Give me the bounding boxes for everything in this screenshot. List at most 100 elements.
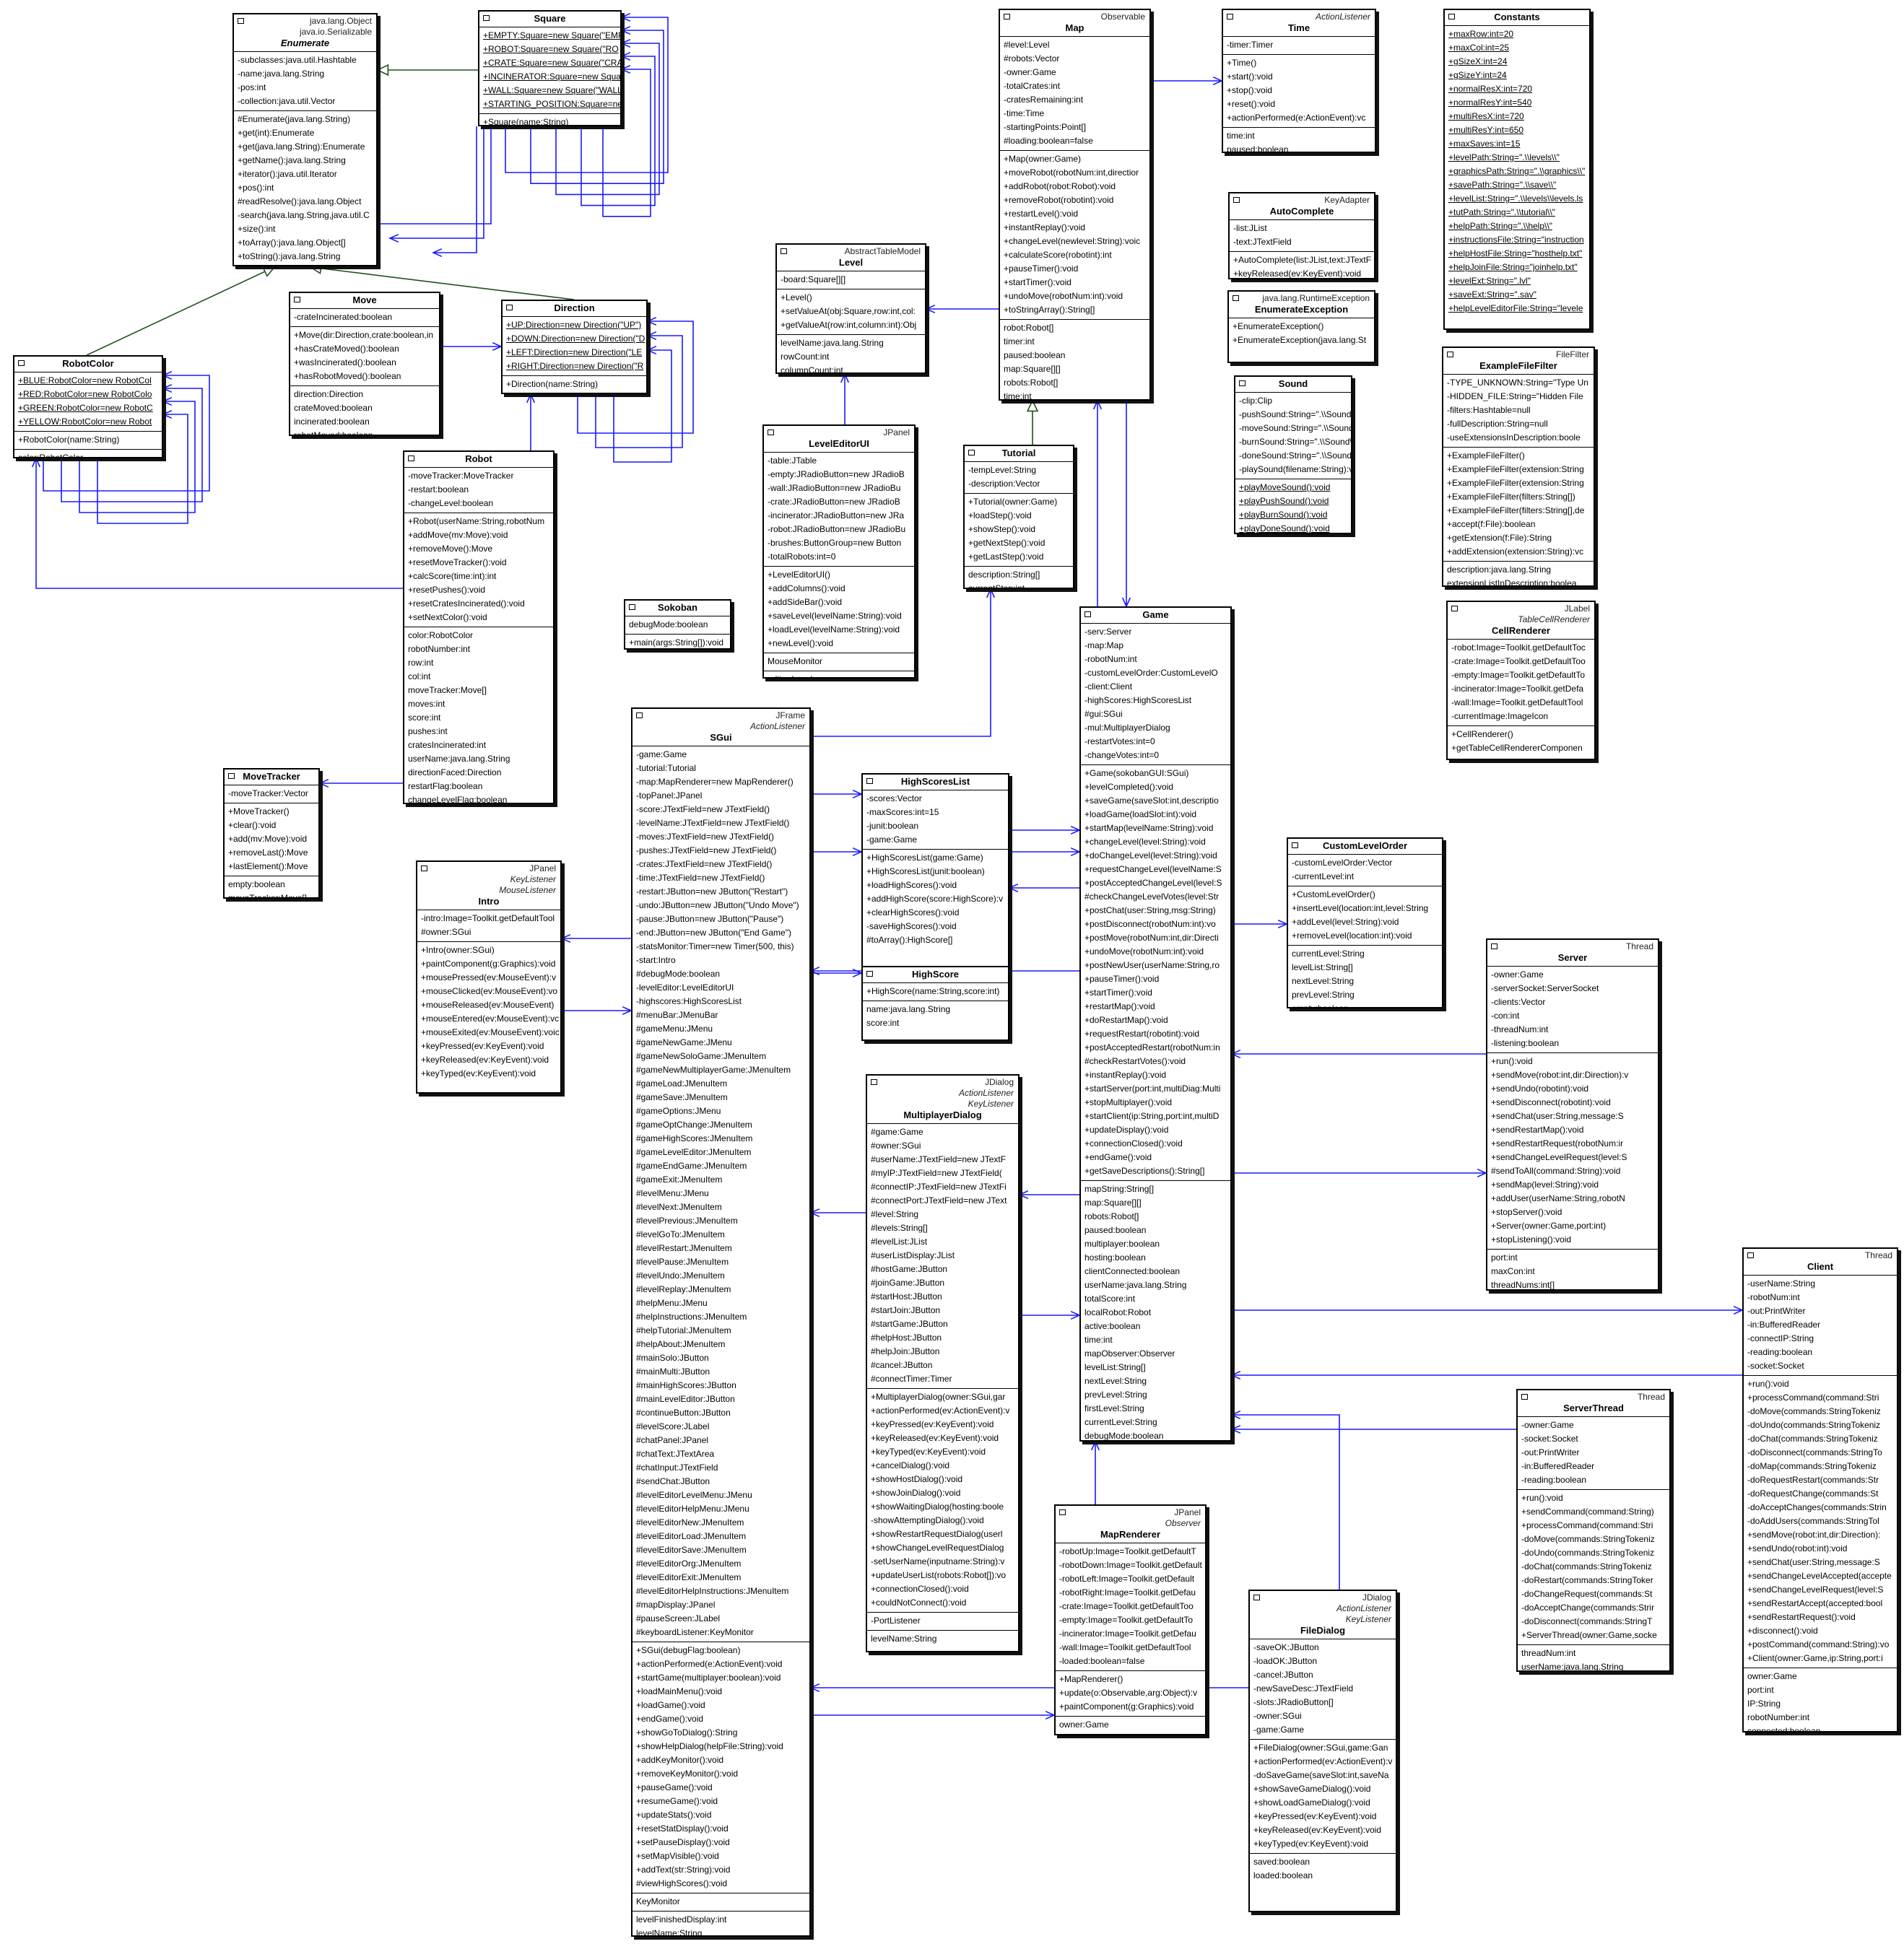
class-member: -subclasses:java.util.Hashtable xyxy=(238,55,357,65)
class-member: -HIDDEN_FILE:String="Hidden File xyxy=(1447,391,1583,401)
class-member: +sendRestartAccept(accepted:bool xyxy=(1747,1598,1883,1608)
class-member: moveTracker:Move[] xyxy=(408,685,487,695)
class-member: -brushes:ButtonGroup=new Button xyxy=(768,538,902,548)
class-member: totalScore:int xyxy=(1084,1294,1136,1304)
class-member: -table:JTable xyxy=(768,456,817,466)
association-arrowhead xyxy=(1230,1410,1241,1420)
association-arrowhead xyxy=(852,789,863,799)
class-member: #levelList:JList xyxy=(871,1237,928,1247)
class-member: loaded:boolean xyxy=(1253,1870,1313,1880)
class-member: #levelPause:JMenuItem xyxy=(636,1257,729,1267)
class-member: -topPanel:JPanel xyxy=(636,790,703,801)
class-member: -startingPoints:Point[] xyxy=(1004,122,1087,132)
class-icon xyxy=(1227,14,1233,19)
class-member: #checkChangeLevelVotes(level:Str xyxy=(1084,892,1220,902)
class-member: +wasIncinerated():boolean xyxy=(294,357,396,367)
class-member: +updateStats():void xyxy=(636,1810,712,1820)
class-member: -con:int xyxy=(1491,1011,1520,1021)
class-member: -in:BufferedReader xyxy=(1747,1320,1821,1330)
class-member: #cancel:JButton xyxy=(871,1360,933,1370)
class-member: +saveGame(saveSlot:int,descriptio xyxy=(1084,796,1219,806)
class-member: -doAcceptChanges(commands:Strin xyxy=(1747,1502,1887,1512)
class-name: ExampleFileFilter xyxy=(1479,360,1557,371)
class-compartment: +FileDialog(owner:SGui,game:Gan+actionPe… xyxy=(1250,1740,1396,1854)
class-member: +playDoneSound():void xyxy=(1239,523,1330,533)
class-icon xyxy=(421,866,427,871)
class-member: +paintComponent(g:Graphics):void xyxy=(1059,1701,1194,1712)
class-member: -socket:Socket xyxy=(1747,1361,1804,1371)
class-member: +changeLevel(level:String):void xyxy=(1084,837,1206,847)
association-arrowhead xyxy=(1212,76,1223,86)
class-member: score:int xyxy=(866,1018,900,1028)
class-member: -reading:boolean xyxy=(1521,1475,1587,1485)
class-member: +resetCratesIncinerated():void xyxy=(408,598,525,609)
class-member: +mousePressed(ev:MouseEvent):v xyxy=(421,972,557,982)
association-arrowhead xyxy=(432,248,443,258)
class-member: -empty:JRadioButton=new JRadioB xyxy=(768,469,905,479)
class-member: #mainHighScores:JButton xyxy=(636,1380,736,1390)
class-member: +addSideBar():void xyxy=(768,597,843,607)
class-compartment: owner:Game xyxy=(1056,1717,1205,1734)
class-member: #robots:Vector xyxy=(1004,53,1060,64)
class-member: #gameLevelEditor:JMenuItem xyxy=(636,1147,752,1157)
class-member: -loadOK:JButton xyxy=(1253,1656,1318,1666)
class-member: #levelUndo:JMenuItem xyxy=(636,1270,725,1281)
class-compartment: -board:Square[][] xyxy=(777,271,925,289)
class-member: +showSaveGameDialog():void xyxy=(1253,1784,1371,1794)
class-member: -client:Client xyxy=(1084,681,1133,692)
class-compartment: -owner:Game-socket:Socket-out:PrintWrite… xyxy=(1518,1417,1669,1490)
class-member: moves:int xyxy=(408,699,445,709)
class-compartment: -owner:Game-serverSocket:ServerSocket-cl… xyxy=(1487,967,1658,1053)
class-member: +MapRenderer() xyxy=(1059,1674,1123,1684)
class-member: +toArray():java.lang.Object[] xyxy=(238,237,346,248)
association-arrowhead xyxy=(162,409,173,419)
class-member: +restartMap():void xyxy=(1084,1001,1155,1011)
class-member: +setPauseDisplay():void xyxy=(636,1837,730,1847)
association-arrowhead xyxy=(492,341,503,352)
class-header: Direction xyxy=(503,301,646,317)
class-member: clientConnected:boolean xyxy=(1084,1266,1181,1276)
class-member: #game:Game xyxy=(871,1127,923,1137)
class-stereotype: KeyListener xyxy=(968,1099,1014,1109)
class-member: -crateIncinerated:boolean xyxy=(294,312,393,322)
class-member: +helpJoinFile:String="joinhelp.txt" xyxy=(1448,262,1578,272)
class-member: +stopMultiplayer():void xyxy=(1084,1097,1173,1107)
class-name: MapRenderer xyxy=(1100,1529,1161,1540)
class-member: +Square(name:String) xyxy=(483,117,569,126)
class-member: crateMoved:boolean xyxy=(294,403,373,413)
class-header: Sokoban xyxy=(625,601,730,616)
class-name: SGui xyxy=(710,732,732,743)
class-member: +postDisconnect(robotNum:int):vo xyxy=(1084,919,1216,929)
class-member: +sendUndo(robotint):void xyxy=(1491,1084,1589,1094)
class-box-tutorial: Tutorial-tempLevel:String-description:Ve… xyxy=(963,445,1074,589)
class-name: Sokoban xyxy=(658,602,697,613)
class-member: currentLevel:String xyxy=(1084,1417,1157,1427)
class-name: Client xyxy=(1807,1261,1834,1272)
class-icon xyxy=(1004,14,1010,19)
class-member: -saveOK:JButton xyxy=(1253,1642,1319,1652)
class-member: threadNum:int xyxy=(1521,1648,1576,1658)
class-member: map:Square[][] xyxy=(1084,1198,1142,1208)
class-member: -time:Time xyxy=(1004,108,1045,118)
class-member: +instantReplay():void xyxy=(1084,1070,1167,1080)
class-box-movetracker: MoveTracker-moveTracker:Vector+MoveTrack… xyxy=(223,768,320,899)
class-member: -restartVotes:int=0 xyxy=(1084,736,1155,746)
class-member: +GREEN:RobotColor=new RobotC xyxy=(18,403,153,413)
class-member: -incinerator:Image=Toolkit.getDefa xyxy=(1451,684,1584,694)
class-member: timer:int xyxy=(1004,336,1035,346)
class-compartment: +Square(name:String) xyxy=(479,114,620,126)
class-member: -text:JTextField xyxy=(1233,237,1292,247)
inheritance-arrowhead xyxy=(1026,399,1039,412)
class-member: -levelEditor:LevelEditorUI xyxy=(636,982,734,993)
class-member: nextLevel:String xyxy=(1084,1376,1147,1386)
class-member: +levelList:String=".\\levels\\levels.ls xyxy=(1448,193,1583,204)
class-member: robotMoved:boolean xyxy=(294,430,373,436)
association-arrowhead xyxy=(620,51,631,61)
class-member: #levelGoTo:JMenuItem xyxy=(636,1229,725,1239)
class-member: #userName:JTextField=new JTextF xyxy=(871,1154,1007,1164)
class-member: +run():void xyxy=(1491,1056,1533,1066)
class-stereotype: JPanel xyxy=(1174,1507,1201,1517)
class-member: +postAcceptedRestart(robotNum:in xyxy=(1084,1042,1220,1052)
class-member: +getSaveDescriptions():String[] xyxy=(1084,1166,1205,1176)
class-member: +Time() xyxy=(1227,58,1257,68)
